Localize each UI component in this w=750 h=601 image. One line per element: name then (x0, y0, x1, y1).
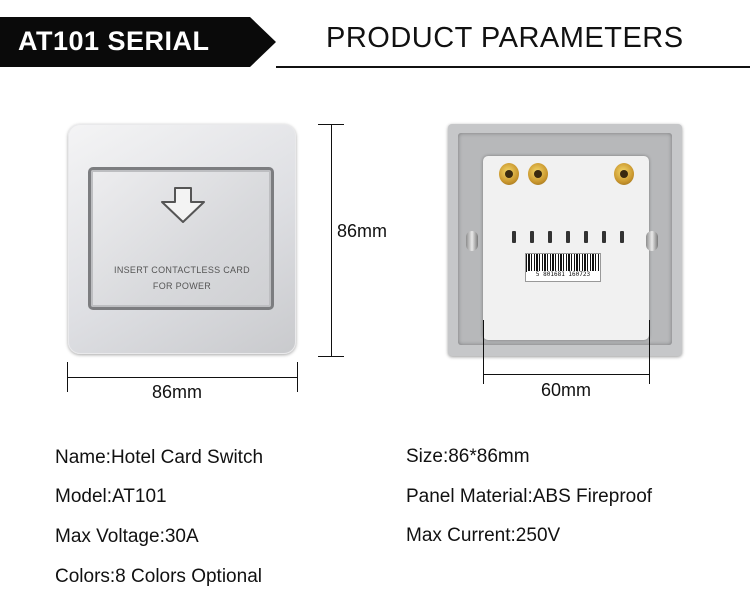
terminal-screw-icon (499, 163, 519, 185)
front-width-tick-right (297, 362, 298, 392)
spec-name: Name:Hotel Card Switch (55, 447, 264, 468)
back-width-tick-right (649, 320, 650, 384)
mounting-screw-icon (466, 231, 478, 251)
front-width-label: 86mm (152, 382, 203, 402)
card-slot-panel (88, 167, 274, 310)
barcode-number: 5 801681 160723 (527, 271, 599, 278)
vent-slot (620, 231, 624, 243)
arrow-down-icon (161, 187, 205, 223)
height-dimension-tick-bottom (318, 356, 344, 357)
height-dimension-tick-top (318, 124, 344, 125)
back-width-tick-left (483, 320, 484, 384)
terminal-screw-icon (614, 163, 634, 185)
vent-slot (530, 231, 534, 243)
spec-max-current: Max Current:250V (406, 525, 561, 546)
terminal-screw-icon (528, 163, 548, 185)
height-dimension-label: 86mm (337, 221, 388, 241)
spec-model: Model:AT101 (55, 486, 167, 507)
spec-max-voltage: Max Voltage:30A (55, 526, 199, 547)
front-width-dimension-line (67, 377, 298, 378)
vent-slot (512, 231, 516, 243)
vent-slot (602, 231, 606, 243)
back-width-label: 60mm (541, 380, 592, 400)
vent-slot (548, 231, 552, 243)
front-panel-line2: FOR POWER (152, 281, 212, 291)
mounting-screw-icon (646, 231, 658, 251)
spec-size: Size:86*86mm (406, 446, 530, 467)
back-width-dimension-line (483, 374, 650, 375)
series-tag (0, 17, 276, 67)
front-panel-line1: INSERT CONTACTLESS CARD (114, 265, 250, 275)
height-dimension-line (331, 124, 332, 357)
vent-slot (584, 231, 588, 243)
spec-colors: Colors:8 Colors Optional (55, 566, 262, 587)
front-width-tick-left (67, 362, 68, 392)
spec-panel-material: Panel Material:ABS Fireproof (406, 486, 653, 507)
page-title: PRODUCT PARAMETERS (326, 22, 684, 54)
back-module (483, 156, 649, 340)
header-divider (276, 66, 750, 68)
series-label: AT101 SERIAL (18, 26, 210, 56)
vent-slot (566, 231, 570, 243)
